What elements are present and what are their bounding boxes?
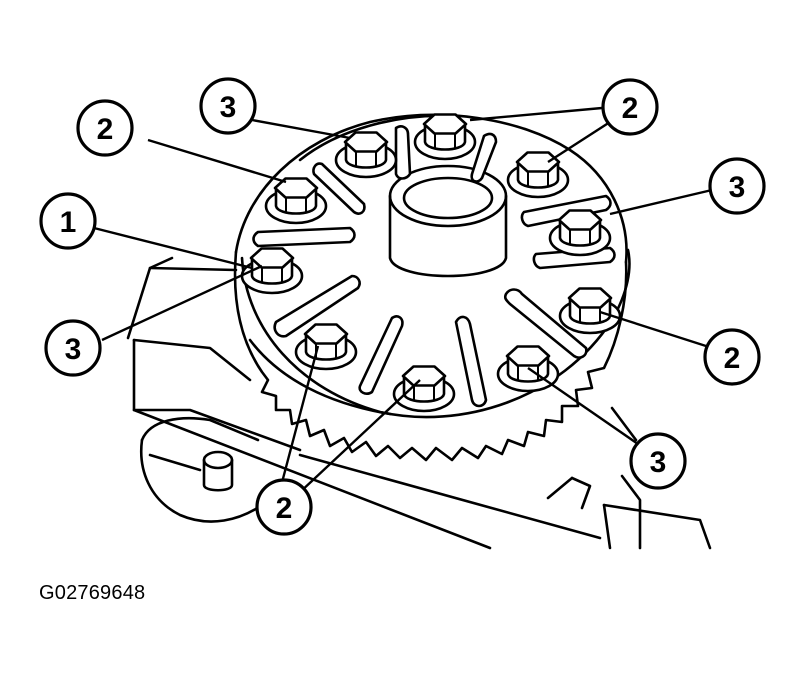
callout-2-top-left: 2 (76, 99, 134, 157)
callout-1-left: 1 (39, 192, 97, 250)
sprocket-bolt (334, 131, 398, 179)
sprocket-bolt (294, 323, 358, 371)
figure-id: G02769648 (39, 582, 146, 604)
callout-2-top-right: 2 (601, 78, 659, 136)
sprocket-bolt (548, 209, 612, 257)
sprocket-bolt (506, 151, 570, 199)
callout-label: 2 (97, 113, 114, 146)
callout-label: 2 (622, 92, 639, 125)
sprocket-bolt (264, 177, 328, 225)
callout-2-right: 2 (703, 328, 761, 386)
callout-leader-lines (93, 106, 713, 495)
callout-label: 3 (65, 333, 82, 366)
center-hub (388, 164, 508, 278)
callout-label: 2 (276, 492, 293, 525)
callout-3-left: 3 (44, 319, 102, 377)
sprocket-teeth (233, 248, 631, 462)
callout-label: 3 (220, 91, 237, 124)
sprocket-bolt (413, 113, 477, 161)
sprocket-bolt (496, 345, 560, 393)
callout-3-top-left: 3 (199, 77, 257, 135)
callout-label: 3 (650, 446, 667, 479)
callout-label: 2 (724, 342, 741, 375)
callout-2-bottom: 2 (255, 478, 313, 536)
callout-3-bottom-right: 3 (629, 432, 687, 490)
callout-label: 3 (729, 171, 746, 204)
sprocket-bolts (240, 113, 622, 413)
sprocket-slots (252, 125, 616, 408)
lower-housing (126, 256, 712, 550)
sprocket-bolt (392, 365, 456, 413)
sprocket-bolt (240, 247, 304, 295)
sprocket-bolt (558, 287, 622, 335)
callout-3-right: 3 (708, 157, 766, 215)
callout-label: 1 (60, 206, 77, 239)
